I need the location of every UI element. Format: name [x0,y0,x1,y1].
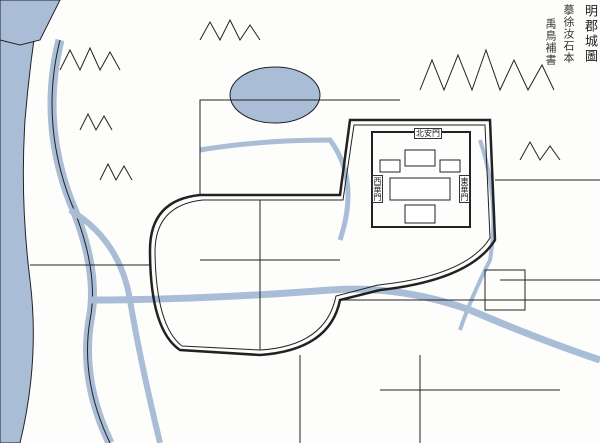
roads [30,99,600,443]
river-east [458,139,496,331]
north-gate-label: 北安門 [414,128,442,139]
river-west [47,38,115,443]
sea-left [0,0,41,443]
map-subtitle-2: 禹鳥補書 [544,18,557,66]
map-title: 明郡城圖 [582,4,597,64]
river-city [199,137,351,241]
mountains-west [79,112,133,182]
lake [229,66,321,124]
mountains-north [59,46,121,72]
sea-top [0,0,61,46]
city-wall [148,118,497,357]
east-temple [484,269,526,311]
east-gate-label: 東華門 [459,175,470,203]
mountains-northeast [419,48,555,92]
west-gate-label: 西華門 [372,175,383,203]
map-subtitle-1: 摹徐汝石本 [562,4,575,64]
